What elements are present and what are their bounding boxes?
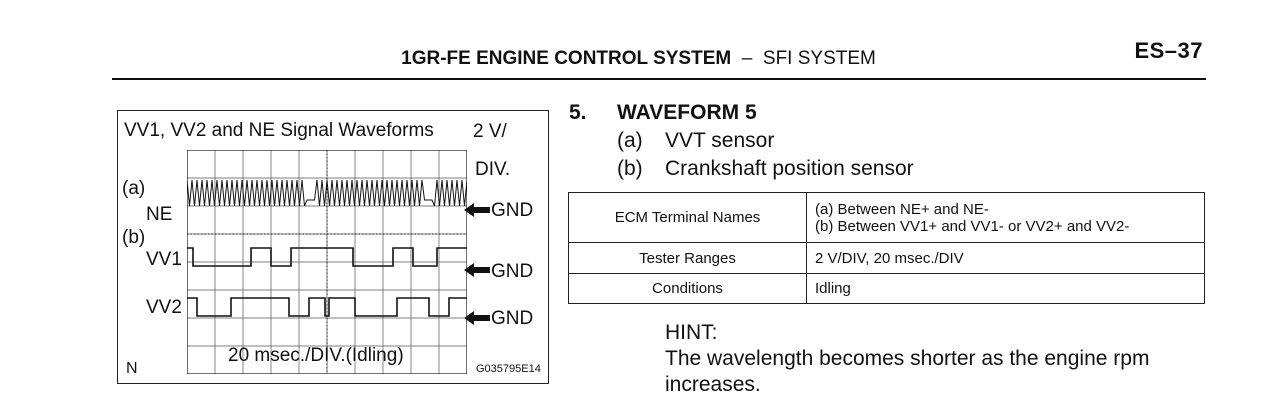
spec-table: ECM Terminal Names (a) Between NE+ and N… (568, 192, 1205, 304)
hint-label: HINT: (665, 321, 718, 344)
hint-block: HINT: The wavelength becomes shorter as … (665, 320, 1149, 398)
scope-centre-lines (187, 150, 467, 374)
figure-title: VV1, VV2 and NE Signal Waveforms (124, 120, 434, 141)
figure-scale-top: 2 V/ (473, 121, 507, 142)
step-item-a: (a) VVT sensor (617, 129, 774, 153)
waveform-figure: VV1, VV2 and NE Signal Waveforms 2 V/ DI… (117, 110, 549, 384)
vv2-gnd-label: GND (491, 308, 534, 329)
page-number: ES–37 (1134, 38, 1203, 63)
label-vv2: VV2 (146, 297, 182, 318)
table-cell-value: Idling (806, 273, 1205, 304)
table-cell-value: 2 V/DIV, 20 msec./DIV (806, 242, 1205, 274)
figure-code: G035795E14 (476, 363, 541, 375)
step-item-letter: (a) (617, 129, 643, 152)
time-scale-label: 20 msec./DIV.(Idling) (228, 345, 404, 366)
step-item-b: (b) Crankshaft position sensor (617, 157, 914, 181)
table-row: Tester Ranges 2 V/DIV, 20 msec./DIV (568, 242, 1205, 274)
ne-waveform (187, 179, 467, 207)
step-item-text: VVT sensor (665, 129, 775, 152)
header-separator: – (741, 48, 753, 69)
header-title-bold: 1GR-FE ENGINE CONTROL SYSTEM (401, 48, 732, 69)
table-cell-label: ECM Terminal Names (568, 192, 807, 243)
header-rule (112, 78, 1206, 80)
step-item-letter: (b) (617, 157, 643, 180)
vv2-waveform (187, 297, 467, 317)
vv1-waveform (187, 247, 467, 267)
table-cell-label: Conditions (568, 273, 807, 304)
label-ne: NE (146, 204, 173, 225)
table-cell-value: (a) Between NE+ and NE- (b) Between VV1+… (806, 192, 1205, 243)
label-b: (b) (122, 227, 146, 248)
table-cell-label: Tester Ranges (568, 242, 807, 274)
table-value-line: (b) Between VV1+ and VV1- or VV2+ and VV… (815, 217, 1130, 235)
hint-line: increases. (665, 373, 761, 396)
step-item-text: Crankshaft position sensor (665, 157, 914, 180)
step-title: WAVEFORM 5 (617, 101, 757, 124)
label-a: (a) (122, 178, 146, 199)
header-title-rest: SFI SYSTEM (762, 48, 876, 69)
vv1-gnd-arrow-icon (464, 263, 490, 277)
oscilloscope-screen (187, 150, 467, 374)
vv1-gnd-label: GND (491, 261, 534, 282)
ne-gnd-label: GND (491, 200, 534, 221)
table-row: Conditions Idling (568, 273, 1205, 304)
table-value-line: (a) Between NE+ and NE- (815, 200, 989, 218)
hint-line: The wavelength becomes shorter as the en… (665, 347, 1150, 370)
vv2-gnd-arrow-icon (464, 311, 490, 325)
label-vv1: VV1 (146, 249, 182, 270)
step-number: 5. (569, 101, 587, 124)
table-row: ECM Terminal Names (a) Between NE+ and N… (568, 192, 1205, 243)
figure-scale-bottom: DIV. (475, 159, 511, 180)
ne-gnd-arrow-icon (464, 203, 490, 217)
header-title: 1GR-FE ENGINE CONTROL SYSTEM – SFI SYSTE… (0, 48, 1277, 70)
figure-corner-label: N (126, 360, 138, 377)
